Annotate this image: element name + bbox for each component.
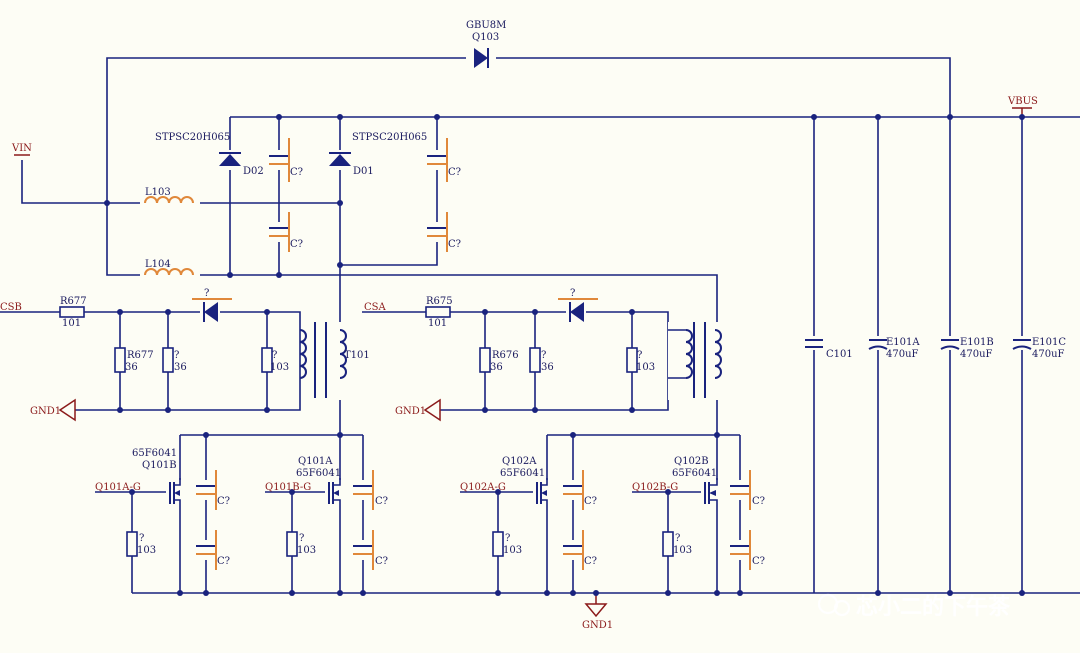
q101a-g-label: Q101A-G xyxy=(95,482,141,493)
q101a-ref-label: Q101A xyxy=(298,456,333,467)
diode-csa xyxy=(558,298,598,322)
q102b-part-label: 65F6041 xyxy=(672,468,717,479)
diode-ref-label: ? xyxy=(204,288,209,299)
inductor-l103 xyxy=(140,193,200,209)
resistor-ref-label: ? xyxy=(299,533,304,544)
e101b-val: 470uF xyxy=(960,349,993,360)
resistor-ref-label: ? xyxy=(505,533,510,544)
d02-part-label: STPSC20H065 xyxy=(155,132,230,143)
gnd1-label: GND1 xyxy=(395,406,426,417)
watermark-text: 芯小二的下午茶 xyxy=(856,594,1011,620)
diode-csb xyxy=(192,298,232,322)
l103-label: L103 xyxy=(145,187,171,198)
resistor-val-label: 103 xyxy=(636,362,655,373)
q101b-g-label: Q101B-G xyxy=(265,482,311,493)
cap-label: C? xyxy=(752,556,765,567)
q101a-part-label: 65F6041 xyxy=(296,468,341,479)
small-capacitors xyxy=(195,138,751,570)
resistor-r675-series xyxy=(425,306,451,318)
labels: GBU8M Q103 VIN VBUS STPSC20H065 D02 STPS… xyxy=(0,20,1066,631)
transformer-2 xyxy=(668,322,722,400)
q102b-ref-label: Q102B xyxy=(674,456,709,467)
q103-part-label: GBU8M xyxy=(466,20,506,31)
resistor-r677-series xyxy=(59,306,85,318)
cap-label: C? xyxy=(290,239,303,250)
diode-ref-label: ? xyxy=(570,288,575,299)
e101a-val: 470uF xyxy=(886,349,919,360)
resistor-ref-label: ? xyxy=(637,350,642,361)
d02-ref-label: D02 xyxy=(243,166,264,177)
cap-label: C? xyxy=(217,496,230,507)
cap-label: C? xyxy=(375,496,388,507)
cap-label: C? xyxy=(448,239,461,250)
junction-dots xyxy=(104,114,1025,596)
t101-label: T101 xyxy=(344,350,370,361)
q103-ref-label: Q103 xyxy=(472,32,499,43)
resistor-ref-label: ? xyxy=(139,533,144,544)
output-capacitors xyxy=(804,336,1032,350)
resistor-val-label: 103 xyxy=(297,545,316,556)
e101b-ref: E101B xyxy=(960,337,994,348)
cap-label: C? xyxy=(448,167,461,178)
transformer-t101 xyxy=(299,322,347,400)
r675-val: 101 xyxy=(428,318,447,329)
d01-part-label: STPSC20H065 xyxy=(352,132,427,143)
vin-label: VIN xyxy=(11,143,32,154)
watermark: 芯小二的下午茶 xyxy=(817,593,1011,620)
csb-label: CSB xyxy=(0,302,22,313)
e101c-val: 470uF xyxy=(1032,349,1065,360)
r677-series-val: 101 xyxy=(62,318,81,329)
c101-label: C101 xyxy=(826,349,853,360)
inductor-l104 xyxy=(140,265,200,281)
cap-label: C? xyxy=(584,496,597,507)
r676-val: 36 xyxy=(490,362,503,373)
vbus-label: VBUS xyxy=(1007,96,1038,107)
gnd1-label: GND1 xyxy=(30,406,61,417)
resistor-ref-label: ? xyxy=(272,350,277,361)
csa-label: CSA xyxy=(364,302,387,313)
cap-label: C? xyxy=(290,167,303,178)
diode-q103 xyxy=(466,48,496,68)
cap-label: C? xyxy=(752,496,765,507)
cap-label: C? xyxy=(217,556,230,567)
resistor-val-label: 103 xyxy=(137,545,156,556)
q102b-g-label: Q102B-G xyxy=(632,482,678,493)
mosfets xyxy=(166,478,719,508)
r676-ref: R676 xyxy=(492,350,519,361)
resistor-val-label: 103 xyxy=(503,545,522,556)
resistor-ref-label: ? xyxy=(174,350,179,361)
r677-val: 36 xyxy=(125,362,138,373)
r677-series-ref: R677 xyxy=(60,296,87,307)
r677-ref: R677 xyxy=(127,350,154,361)
resistor-val-label: 36 xyxy=(174,362,187,373)
d01-ref-label: D01 xyxy=(353,166,374,177)
diode-d01 xyxy=(329,150,351,170)
q102a-part-label: 65F6041 xyxy=(500,468,545,479)
vertical-resistors xyxy=(114,347,674,557)
q101b-part-label: 65F6041 xyxy=(132,448,177,459)
r675-ref: R675 xyxy=(426,296,453,307)
diode-d02 xyxy=(219,150,241,170)
l104-label: L104 xyxy=(145,259,171,270)
resistor-val-label: 103 xyxy=(270,362,289,373)
resistor-val-label: 103 xyxy=(673,545,692,556)
resistor-ref-label: ? xyxy=(541,350,546,361)
cap-label: C? xyxy=(584,556,597,567)
cap-label: C? xyxy=(375,556,388,567)
e101c-ref: E101C xyxy=(1032,337,1066,348)
resistor-val-label: 36 xyxy=(541,362,554,373)
q102a-ref-label: Q102A xyxy=(502,456,537,467)
e101a-ref: E101A xyxy=(886,337,920,348)
resistor-ref-label: ? xyxy=(675,533,680,544)
q102a-g-label: Q102A-G xyxy=(460,482,506,493)
q101b-ref-label: Q101B xyxy=(142,460,177,471)
gnd1-bottom-label: GND1 xyxy=(582,620,613,631)
